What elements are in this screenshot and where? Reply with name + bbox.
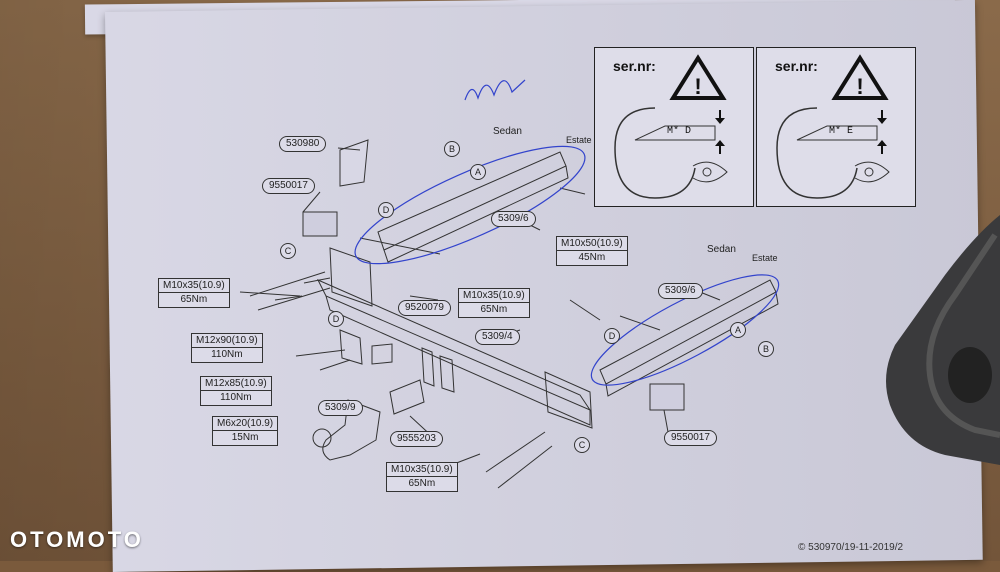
warning-triangle-icon: ! <box>614 54 728 199</box>
callout-a: A <box>470 164 486 180</box>
svg-text:!: ! <box>694 74 701 99</box>
bolt-spec-m10x35-bottom: M10x35(10.9)65Nm <box>386 462 458 492</box>
blue-ink-markings <box>354 79 780 386</box>
part-number-9550017: 9550017 <box>664 430 717 446</box>
part-number-9550017: 9550017 <box>262 178 315 194</box>
serial-code-e: M* E <box>829 126 854 137</box>
bolt-spec-m10x35-center: M10x35(10.9)65Nm <box>458 288 530 318</box>
blue-scribble <box>464 79 526 101</box>
part-number-9520079: 9520079 <box>398 300 451 316</box>
ball-neck-mount <box>339 329 363 365</box>
bolt-spec-m10x50: M10x50(10.9)45Nm <box>556 236 628 266</box>
plate-9550017-left <box>302 211 338 237</box>
right-mount-plate <box>544 371 593 429</box>
part-number-5309-9: 5309/9 <box>318 400 363 416</box>
callout-a: A <box>730 322 746 338</box>
bolt-spec-m10x35-left: M10x35(10.9)65Nm <box>158 278 230 308</box>
dark-plastic-object <box>886 215 1000 465</box>
left-mount-plate <box>329 247 373 307</box>
plate-9550017-right <box>649 383 685 411</box>
socket-bracket <box>389 379 425 415</box>
serial-number-panel-d: ser.nr: ! M* D <box>594 47 754 207</box>
copyright-text: © 530970/19-11-2019/2 <box>798 542 904 553</box>
otomoto-watermark: OTOMOTO <box>10 527 144 552</box>
callout-c: C <box>280 243 296 259</box>
label-sedan: Sedan <box>707 244 736 255</box>
callout-b: B <box>758 341 774 357</box>
part-number-5309-6: 5309/6 <box>658 283 703 299</box>
callout-d: D <box>604 328 620 344</box>
callout-b: B <box>444 141 460 157</box>
warning-triangle-icon: ! <box>776 54 890 199</box>
blue-circle-right-bracket <box>590 274 780 386</box>
part-number-5309-6: 5309/6 <box>491 211 536 227</box>
serial-code-d: M* D <box>667 126 692 137</box>
tow-ball-neck <box>322 399 381 461</box>
callout-d: D <box>378 202 394 218</box>
part-number-5309-4: 5309/4 <box>475 329 520 345</box>
label-estate: Estate <box>752 253 778 263</box>
label-estate: Estate <box>566 135 592 145</box>
bolt-spec-m12x90: M12x90(10.9)110Nm <box>191 333 263 363</box>
bolt-spec-m12x85: M12x85(10.9)110Nm <box>200 376 272 406</box>
tow-ball <box>312 428 332 448</box>
label-sedan: Sedan <box>493 126 522 137</box>
part-number-9555203: 9555203 <box>390 431 443 447</box>
callout-c: C <box>574 437 590 453</box>
socket-530980 <box>339 139 369 187</box>
callout-d: D <box>328 311 344 327</box>
blue-circle-left-bracket <box>354 145 586 265</box>
part-number-530980: 530980 <box>279 136 327 152</box>
bolt-spec-m6x20: M6x20(10.9)15Nm <box>212 416 279 446</box>
serial-number-panel-e: ser.nr: ! M* E <box>756 47 916 207</box>
svg-text:!: ! <box>856 74 863 99</box>
